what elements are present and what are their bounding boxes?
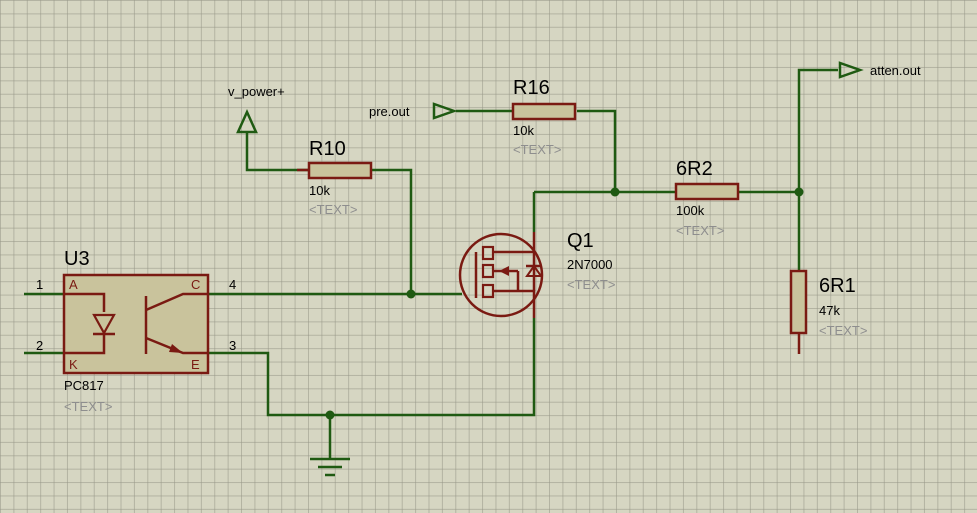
6r2-value: 100k (676, 203, 705, 218)
u3-pin3: 3 (229, 338, 236, 353)
junction-dot (406, 289, 416, 299)
q1-ref: Q1 (567, 230, 594, 252)
u3-pin1: 1 (36, 277, 43, 292)
u3-pin-a: A (69, 277, 78, 292)
input-terminal-icon (432, 102, 458, 120)
r10-ref: R10 (309, 138, 346, 160)
terminal-atten-out[interactable]: atten.out (838, 61, 921, 79)
mosfet-q1[interactable]: Q1 2N7000 <TEXT> (458, 230, 615, 318)
junction-dot (610, 187, 620, 197)
6r1-ref: 6R1 (819, 275, 856, 297)
r10-text: <TEXT> (309, 202, 357, 217)
resistor-body (511, 102, 577, 121)
output-terminal-icon (838, 61, 864, 79)
wires (24, 68, 838, 458)
mosfet-body (458, 232, 544, 318)
resistor-body (674, 182, 740, 201)
6r2-text: <TEXT> (676, 223, 724, 238)
6r1-value: 47k (819, 303, 840, 318)
u3-pin-e: E (191, 357, 200, 372)
q1-text: <TEXT> (567, 277, 615, 292)
r10-value: 10k (309, 183, 330, 198)
resistor-body (307, 161, 373, 180)
terminal-label-pre-out: pre.out (369, 104, 410, 119)
wire-r16-to-node[interactable] (577, 109, 617, 192)
resistor-body (789, 269, 808, 335)
r16-text: <TEXT> (513, 142, 561, 157)
r16-value: 10k (513, 123, 534, 138)
u3-value: PC817 (64, 378, 104, 393)
arrow-icon (499, 266, 509, 276)
u3-pin-k: K (69, 357, 78, 372)
resistor-r10[interactable]: R10 10k <TEXT> (297, 138, 373, 217)
terminal-label-v-power: v_power+ (228, 84, 285, 99)
6r2-ref: 6R2 (676, 158, 713, 180)
terminal-label-atten-out: atten.out (870, 63, 921, 78)
resistor-r16[interactable]: R16 10k <TEXT> (511, 77, 577, 157)
u3-pin-c: C (191, 277, 200, 292)
junction-dot (325, 410, 335, 420)
diode-icon (525, 264, 543, 277)
wire-u3-e-to-gnd[interactable] (208, 318, 536, 417)
led-icon (92, 313, 116, 336)
optocoupler-u3[interactable]: A K C E 1 2 3 4 U3 PC817 <TEXT> (36, 248, 236, 414)
terminal-pre-out[interactable]: pre.out (369, 102, 458, 120)
wire-atten-out[interactable] (797, 68, 838, 192)
6r1-text: <TEXT> (819, 323, 867, 338)
u3-pin2: 2 (36, 338, 43, 353)
emitter-arrow-icon (169, 344, 183, 353)
junction-dot (794, 187, 804, 197)
u3-ref: U3 (64, 248, 90, 270)
r16-ref: R16 (513, 77, 550, 99)
u3-text: <TEXT> (64, 399, 112, 414)
power-terminal-icon (236, 108, 258, 134)
u3-pin4: 4 (229, 277, 236, 292)
wire-v-power[interactable] (245, 132, 309, 172)
optocoupler-body (62, 273, 210, 375)
wire-r10-to-gate[interactable] (371, 168, 413, 294)
junctions (325, 187, 804, 420)
q1-value: 2N7000 (567, 257, 613, 272)
resistor-6r2[interactable]: 6R2 100k <TEXT> (674, 158, 740, 238)
ground-symbol[interactable] (310, 457, 350, 477)
terminal-v-power[interactable]: v_power+ (228, 84, 285, 134)
resistor-6r1[interactable]: 6R1 47k <TEXT> (789, 269, 867, 354)
